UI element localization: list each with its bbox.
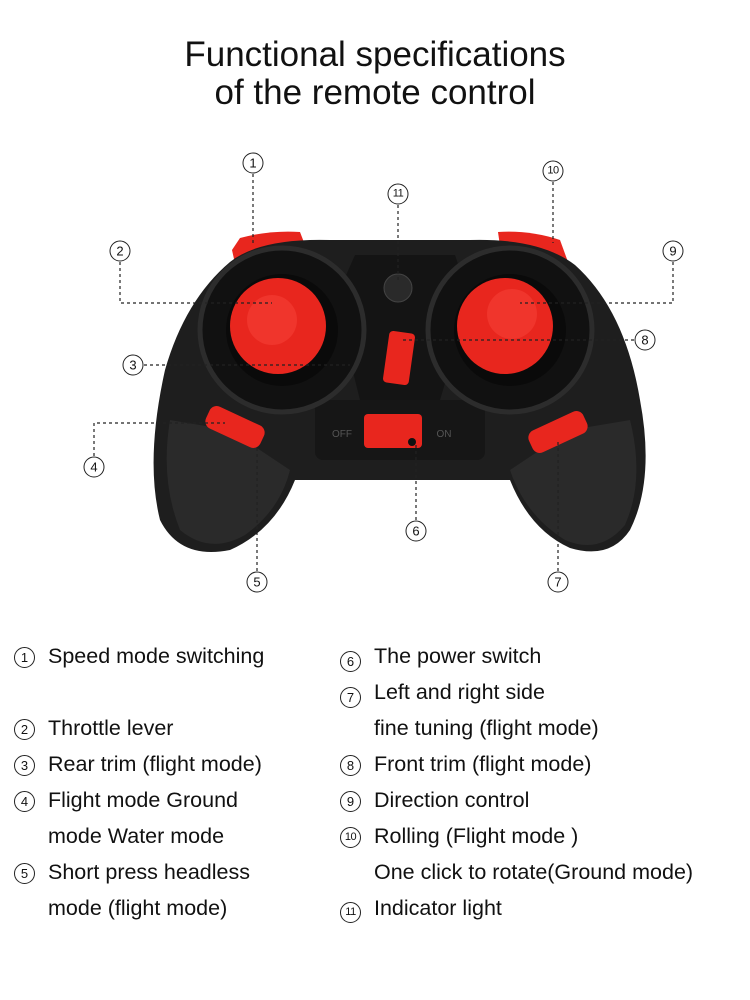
legend-number: 2 [14, 719, 35, 740]
callout-11: 11 [387, 183, 409, 205]
legend-text: Rear trim (flight mode) [48, 752, 262, 776]
legend-number: 5 [14, 863, 35, 884]
legend-number: 11 [340, 902, 361, 923]
legend-text: Flight mode Ground [48, 788, 239, 812]
callout-5: 5 [246, 571, 268, 593]
legend-number: 7 [340, 687, 361, 708]
legend-text: Indicator light [374, 896, 502, 920]
left-joystick-cap [247, 295, 297, 345]
legend-item-11: 11 Indicator light [340, 890, 502, 926]
callout-4: 4 [83, 456, 105, 478]
left-grip-texture [166, 420, 290, 544]
callout-10: 10 [542, 160, 564, 182]
legend-number: 1 [14, 647, 35, 668]
callout-7: 7 [547, 571, 569, 593]
legend-number: 9 [340, 791, 361, 812]
legend-text: mode Water mode [48, 824, 225, 848]
legend-item-10: 10 Rolling (Flight mode ) One click to r… [340, 818, 694, 890]
callout-8: 8 [634, 329, 656, 351]
legend-number: 4 [14, 791, 35, 812]
rear-trim-button [383, 330, 415, 386]
legend-text: Throttle lever [48, 716, 174, 740]
legend-text: Speed mode switching [48, 644, 265, 668]
power-switch-dot [408, 438, 416, 446]
page-title: Functional specifications of the remote … [0, 36, 750, 112]
legend-text: Short press headless [48, 860, 250, 884]
right-side-button [528, 411, 588, 453]
title-line-2: of the remote control [214, 73, 536, 112]
legend-item-7: 7 Left and right side fine tuning (fligh… [340, 674, 599, 746]
legend-item-5: 5 Short press headless mode (flight mode… [14, 854, 250, 926]
right-joystick-cap [487, 289, 537, 339]
callout-2: 2 [109, 240, 131, 262]
legend-text: mode (flight mode) [48, 896, 228, 920]
legend-text: Direction control [374, 788, 530, 812]
title-line-1: Functional specifications [184, 35, 566, 74]
legend-item-4: 4 Flight mode Ground mode Water mode [14, 782, 239, 854]
legend-item-2: 2 Throttle lever [14, 710, 174, 746]
leader-lines [93, 174, 674, 571]
legend-text: One click to rotate(Ground mode) [374, 860, 694, 884]
callout-3: 3 [122, 354, 144, 376]
legend-number: 10 [340, 827, 361, 848]
legend-item-8: 8 Front trim (flight mode) [340, 746, 592, 782]
legend-text: Rolling (Flight mode ) [374, 824, 579, 848]
legend-text: fine tuning (flight mode) [374, 716, 599, 740]
legend-item-6: 6 The power switch [340, 638, 542, 674]
switch-off-label: OFF [332, 429, 352, 440]
legend-number: 3 [14, 755, 35, 776]
power-switch [364, 414, 422, 448]
legend-item-3: 3 Rear trim (flight mode) [14, 746, 262, 782]
legend-number: 6 [340, 651, 361, 672]
callout-9: 9 [662, 240, 684, 262]
callout-1: 1 [242, 152, 264, 174]
legend-text: Left and right side [374, 680, 545, 704]
legend-item-1: 1 Speed mode switching [14, 638, 265, 674]
callout-6: 6 [405, 520, 427, 542]
legend-text: The power switch [374, 644, 542, 668]
legend-item-9: 9 Direction control [340, 782, 530, 818]
switch-on-label: ON [437, 429, 452, 440]
legend-number: 8 [340, 755, 361, 776]
legend-text: Front trim (flight mode) [374, 752, 592, 776]
left-side-button [205, 406, 265, 448]
